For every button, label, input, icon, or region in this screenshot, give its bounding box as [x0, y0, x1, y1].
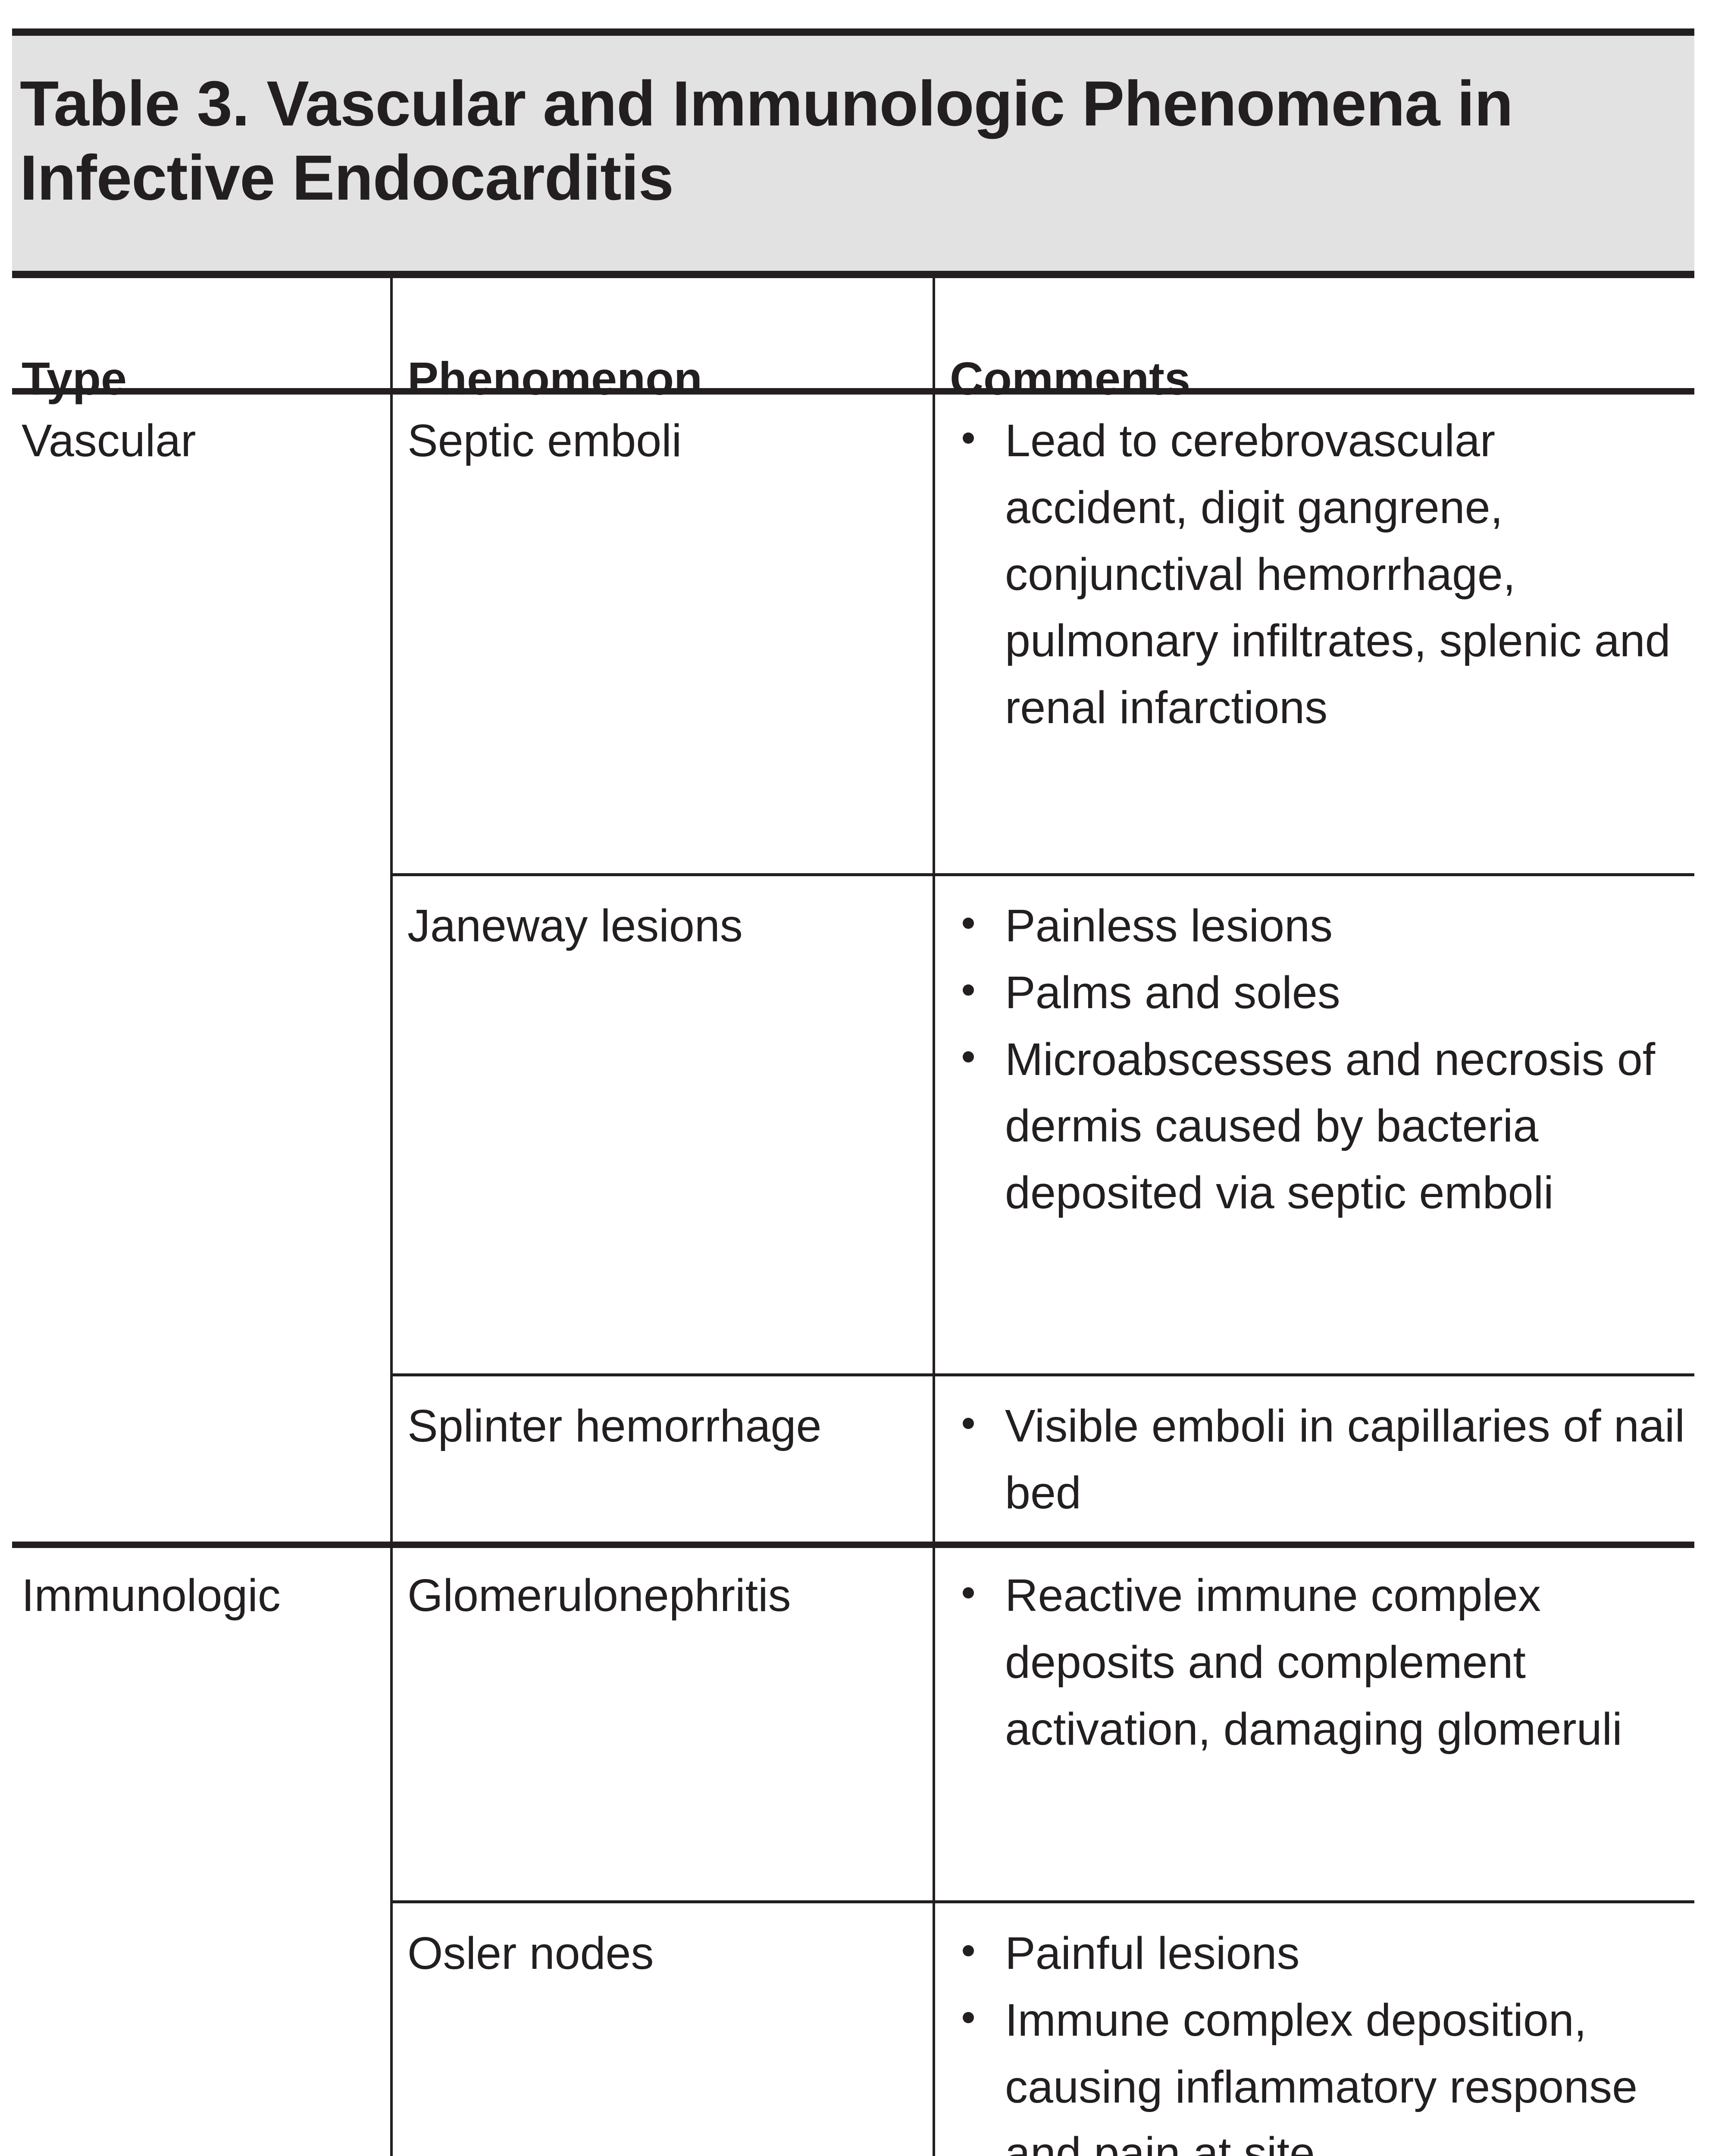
bullet-list: Reactive immune complex deposits and com… [950, 1562, 1687, 1762]
column-divider-2 [933, 278, 935, 2156]
page-title: Table 3. Vascular and Immunologic Phenom… [20, 68, 1513, 213]
column-header-comments: Comments [950, 352, 1191, 404]
list-item-text: Palms and soles [1005, 967, 1340, 1018]
row-2-bottom-rule [390, 1373, 1694, 1376]
list-item: Microabscesses and necrosis of dermis ca… [950, 1026, 1687, 1226]
row-1-comments: Lead to cerebrovascular accident, digit … [950, 407, 1687, 741]
bullet-list: Lead to cerebrovascular accident, digit … [950, 407, 1687, 741]
row-4-phenomenon: Glomerulonephritis [407, 1570, 791, 1621]
title-band: Table 3. Vascular and Immunologic Phenom… [12, 28, 1694, 278]
bullet-icon [963, 432, 974, 444]
bullet-list: Painful lesions Immune complex depositio… [950, 1920, 1687, 2156]
row-4-comments: Reactive immune complex deposits and com… [950, 1562, 1687, 1762]
bullet-list: Visible emboli in capillaries of nail be… [950, 1393, 1687, 1526]
list-item: Immune complex deposition, causing infla… [950, 1987, 1687, 2156]
bullet-icon [963, 1418, 974, 1429]
list-item-text: Visible emboli in capillaries of nail be… [1005, 1401, 1685, 1518]
row-2-phenomenon: Janeway lesions [407, 900, 743, 951]
column-header-type: Type [22, 352, 127, 404]
list-item-text: Lead to cerebrovascular accident, digit … [1005, 415, 1671, 733]
bullet-list: Painless lesions Palms and soles Microab… [950, 893, 1687, 1226]
data-table: Type Phenomenon Comments Vascular Septic… [12, 278, 1694, 2156]
row-5-phenomenon: Osler nodes [407, 1928, 654, 1979]
row-4-bottom-rule [390, 1900, 1694, 1903]
row-5-comments: Painful lesions Immune complex depositio… [950, 1920, 1687, 2156]
list-item-text: Immune complex deposition, causing infla… [1005, 1994, 1638, 2156]
header-bottom-rule [12, 388, 1694, 395]
list-item: Visible emboli in capillaries of nail be… [950, 1393, 1687, 1526]
row-1-phenomenon: Septic emboli [407, 415, 682, 466]
list-item: Lead to cerebrovascular accident, digit … [950, 407, 1687, 741]
row-2-comments: Painless lesions Palms and soles Microab… [950, 893, 1687, 1226]
bullet-icon [963, 918, 974, 929]
column-header-phenomenon: Phenomenon [407, 352, 703, 404]
list-item: Painful lesions [950, 1920, 1687, 1987]
bullet-icon [963, 984, 974, 996]
list-item-text: Painful lesions [1005, 1928, 1300, 1979]
bullet-icon [963, 1945, 974, 1956]
list-item: Reactive immune complex deposits and com… [950, 1562, 1687, 1762]
row-3-comments: Visible emboli in capillaries of nail be… [950, 1393, 1687, 1526]
list-item-text: Painless lesions [1005, 900, 1333, 951]
row-1-type: Vascular [22, 415, 196, 466]
bullet-icon [963, 1051, 974, 1062]
column-divider-1 [390, 278, 393, 2156]
row-4-type: Immunologic [22, 1570, 281, 1621]
row-1-bottom-rule [390, 873, 1694, 876]
list-item: Palms and soles [950, 959, 1687, 1026]
row-3-bottom-rule [12, 1542, 1694, 1548]
bullet-icon [963, 1587, 974, 1598]
row-3-phenomenon: Splinter hemorrhage [407, 1401, 822, 1451]
list-item: Painless lesions [950, 893, 1687, 959]
list-item-text: Microabscesses and necrosis of dermis ca… [1005, 1034, 1656, 1219]
list-item-text: Reactive immune complex deposits and com… [1005, 1570, 1622, 1755]
bullet-icon [963, 2012, 974, 2023]
